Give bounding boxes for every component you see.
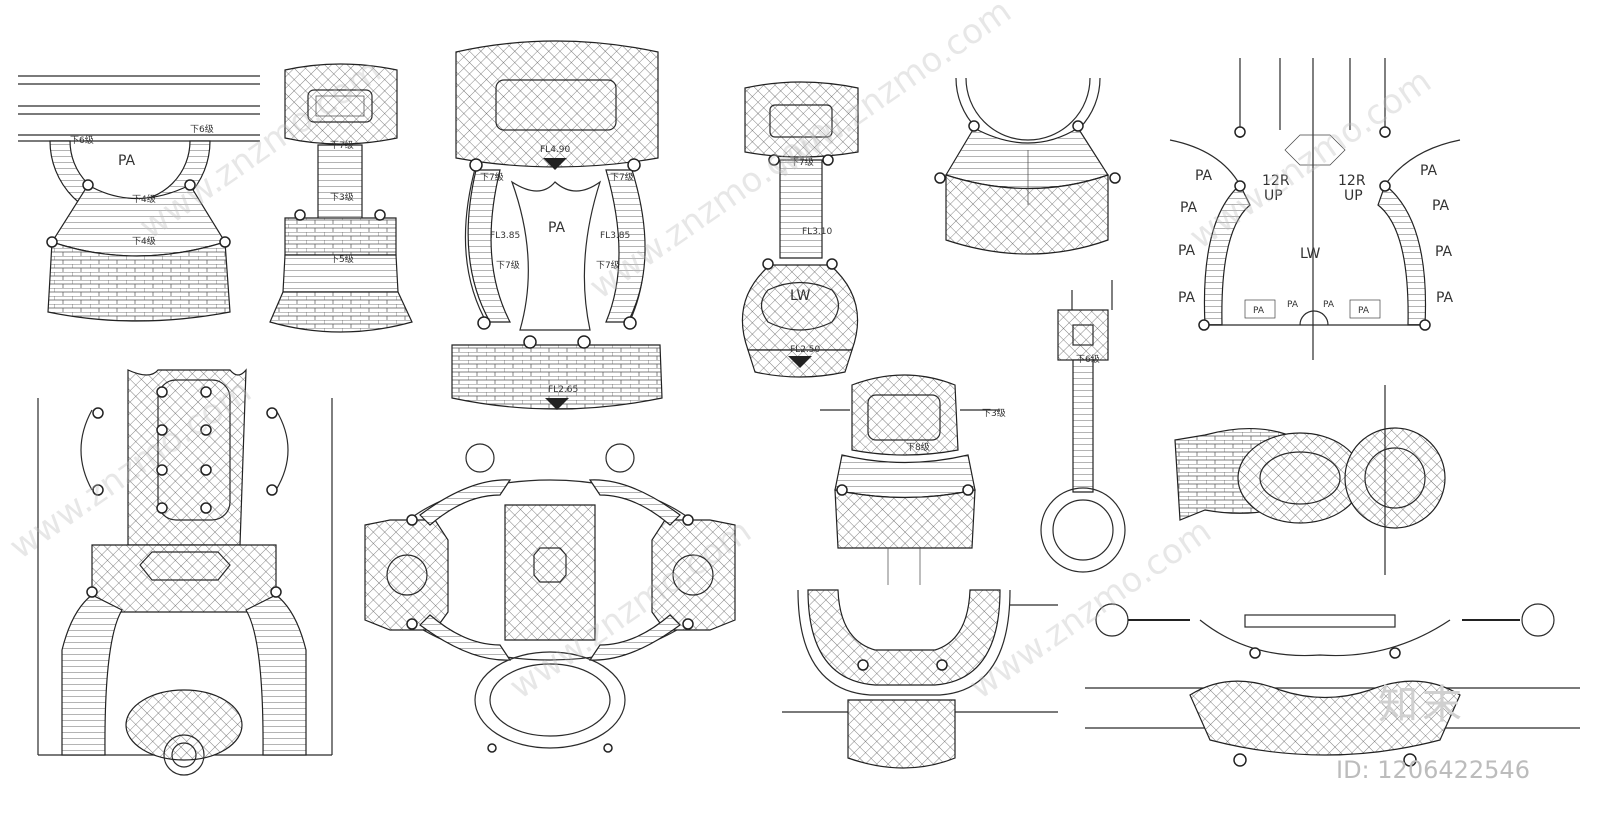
stair-count: 12R (1262, 173, 1290, 189)
pa-label: PA (1436, 290, 1454, 306)
up-label: UP (1264, 188, 1283, 204)
pa-label: PA (1178, 243, 1196, 259)
level-note: FL2.65 (548, 385, 578, 395)
garden-node-group (86, 386, 282, 598)
pa-label: PA (1432, 198, 1450, 214)
stair-note: 下7级 (330, 139, 354, 151)
pa-label: PA (1195, 168, 1213, 184)
brand-watermark: 知末 (1378, 682, 1466, 728)
plan-stair-landing: 下8级 下3级 (820, 374, 1006, 585)
pa-label: PA (1358, 306, 1370, 316)
plan-oval-plaza (364, 443, 736, 753)
stair-note: 下4级 (132, 235, 156, 247)
stair-note: 下6级 (190, 123, 214, 135)
pa-label: PA (1420, 163, 1438, 179)
stair-note: 下6级 (70, 134, 94, 146)
level-note: FL3.10 (802, 227, 833, 237)
stair-note: 下3级 (982, 407, 1006, 419)
stair-note: 下7级 (496, 259, 520, 271)
stair-note: 下7级 (610, 171, 634, 183)
pa-label: PA (1178, 290, 1196, 306)
level-note: FL3.85 (600, 231, 630, 241)
plan-lw-tower: 下7级 FL3.10 LW FL2.50 (741, 81, 859, 378)
pa-label: PA (1253, 306, 1265, 316)
stair-count: 12R (1338, 173, 1366, 189)
image-id-watermark: ID: 1206422546 (1336, 756, 1530, 784)
stair-note: 下8级 (906, 441, 930, 453)
plan-twin-stair-large: FL4.90 PA FL3.85 FL3.85 FL2.65 下7级 下7级 下… (451, 40, 663, 410)
pa-label: PA (1323, 300, 1335, 310)
plan-u-courtyard (782, 589, 1058, 769)
level-note: FL3.85 (490, 231, 520, 241)
pa-label: PA (1435, 244, 1453, 260)
plan-arch-stair (934, 77, 1121, 255)
plan-garden-large (37, 368, 333, 776)
pa-label: PA (1180, 200, 1198, 216)
level-note: FL2.50 (790, 345, 821, 355)
pa-label: PA (118, 153, 136, 169)
stair-note: 下5级 (330, 253, 354, 265)
plan-tower-stair: 下7级 下3级 下5级 (269, 63, 413, 333)
level-note: FL4.90 (540, 145, 571, 155)
plan-tower-round: 下6级 (1040, 280, 1126, 573)
lw-label: LW (1300, 246, 1321, 262)
stair-note: 下6级 (1076, 353, 1100, 365)
pa-label: PA (1287, 300, 1299, 310)
stair-note: 下7级 (596, 259, 620, 271)
plan-figure-eight (1174, 385, 1446, 575)
plan-semicircle-stair: PA 下6级 下6级 下4级 下4级 (18, 75, 260, 322)
stair-note: 下4级 (132, 193, 156, 205)
watermark-text: www.znzmo.com (962, 511, 1218, 707)
pa-label: PA (548, 220, 566, 236)
stair-note: 下7级 (790, 156, 814, 168)
plan-lw-hall: PA PA PA PA PA PA PA PA 12R UP 12R UP LW… (1169, 58, 1461, 360)
stair-note: 下7级 (480, 171, 504, 183)
stair-note: 下3级 (330, 191, 354, 203)
lw-label: LW (790, 288, 811, 304)
up-label: UP (1344, 188, 1363, 204)
plan-long-terrace (1085, 603, 1580, 767)
